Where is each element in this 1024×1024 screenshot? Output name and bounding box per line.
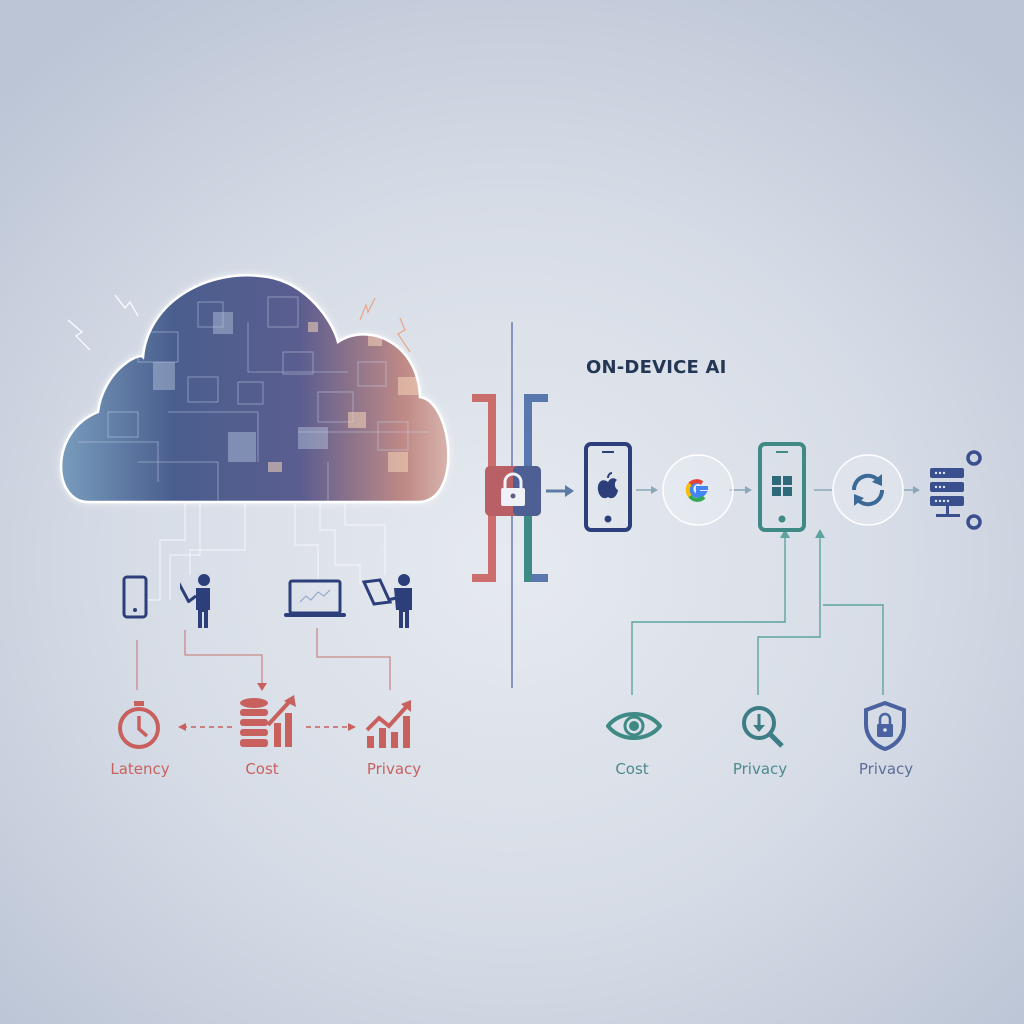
laptop-icon bbox=[284, 578, 346, 620]
bracket-gate bbox=[472, 394, 548, 582]
page-title: ON-DEVICE AI bbox=[586, 357, 727, 378]
arrow-right-icon bbox=[546, 485, 574, 497]
coins-chart-icon bbox=[238, 693, 300, 751]
person-with-tablet-icon bbox=[180, 572, 216, 630]
stopwatch-icon bbox=[115, 700, 163, 750]
sync-icon[interactable] bbox=[830, 452, 906, 528]
server-icon[interactable] bbox=[926, 448, 988, 534]
search-download-icon bbox=[740, 704, 786, 750]
google-icon[interactable] bbox=[660, 452, 736, 528]
lock-icon bbox=[485, 466, 541, 516]
rising-chart-icon bbox=[365, 698, 413, 750]
apple-phone-icon[interactable] bbox=[584, 442, 632, 532]
windows-phone-icon[interactable] bbox=[758, 442, 806, 532]
benefit-label-cost: Cost bbox=[615, 760, 649, 778]
benefit-label-privacy-shield: Privacy bbox=[858, 760, 914, 778]
eye-icon bbox=[606, 708, 662, 744]
concern-label-privacy: Privacy bbox=[366, 760, 422, 778]
benefit-label-privacy: Privacy bbox=[732, 760, 788, 778]
concern-label-latency: Latency bbox=[110, 760, 170, 778]
smartphone-icon bbox=[122, 575, 148, 619]
person-with-tablet-icon bbox=[362, 570, 418, 630]
lightning-icon bbox=[67, 294, 411, 353]
concern-label-cost: Cost bbox=[245, 760, 279, 778]
cloud-ai-illustration bbox=[48, 262, 468, 512]
shield-lock-icon bbox=[862, 700, 908, 752]
